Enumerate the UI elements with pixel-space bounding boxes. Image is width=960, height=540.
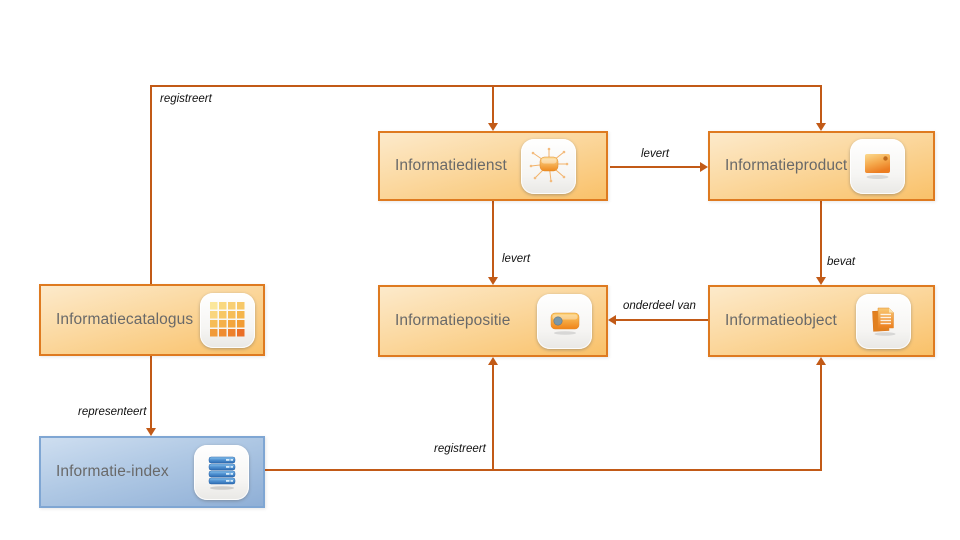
edge-label-bevat: bevat (827, 256, 856, 268)
arrowhead-into-product-left (700, 162, 708, 172)
documents-icon (856, 293, 911, 349)
node-informatiedienst-label: Informatiedienst (395, 157, 507, 174)
node-informatiecatalogus-label: Informatiecatalogus (56, 311, 194, 328)
arrowhead-into-product (816, 123, 826, 131)
edge-label-representeert: representeert (78, 406, 147, 418)
edge-label-levert-product: levert (641, 148, 670, 160)
edge-label-registreert-bottom: registreert (434, 443, 486, 455)
edge-line-bevat (820, 201, 822, 277)
edge-line-registreert-to-positie (492, 365, 494, 470)
edge-line-onderdeel-van (616, 319, 708, 321)
picture-icon (850, 138, 905, 194)
grid-icon (200, 292, 255, 348)
node-informatieobject-label: Informatieobject (725, 312, 837, 329)
toggle-icon (537, 293, 592, 349)
edge-line-registreert-to-product (820, 85, 822, 123)
edge-line-registreert-up (150, 85, 152, 284)
arrowhead-into-index-top (146, 428, 156, 436)
node-informatiecatalogus[interactable]: Informatiecatalogus (39, 284, 265, 356)
node-informatieproduct[interactable]: Informatieproduct (708, 131, 935, 201)
node-informatiepositie[interactable]: Informatiepositie (378, 285, 608, 357)
edge-line-levert-positie (492, 201, 494, 277)
server-stack-icon (194, 444, 249, 500)
edge-label-registreert-top: registreert (160, 93, 212, 105)
arrowhead-into-positie-bottom (488, 357, 498, 365)
node-informatiepositie-label: Informatiepositie (395, 312, 511, 329)
network-hub-icon (521, 138, 576, 194)
edge-line-registreert-to-dienst (492, 85, 494, 123)
node-informatiedienst[interactable]: Informatiedienst (378, 131, 608, 201)
edge-label-levert-positie: levert (502, 253, 531, 265)
edge-label-onderdeel-van: onderdeel van (623, 300, 696, 312)
arrowhead-into-dienst (488, 123, 498, 131)
arrowhead-into-object-bottom (816, 357, 826, 365)
arrowhead-into-object-top (816, 277, 826, 285)
edge-line-registreert-top-rail (150, 85, 822, 87)
node-informatieproduct-label: Informatieproduct (725, 157, 848, 174)
edge-line-levert-product (610, 166, 700, 168)
edge-line-registreert-to-object (820, 365, 822, 470)
node-informatie-index[interactable]: Informatie-index (39, 436, 265, 508)
edge-line-registreert-bottom-rail (265, 469, 822, 471)
node-informatieobject[interactable]: Informatieobject (708, 285, 935, 357)
arrowhead-into-positie-top (488, 277, 498, 285)
edge-line-representeert (150, 356, 152, 428)
arrowhead-into-positie-right (608, 315, 616, 325)
node-informatie-index-label: Informatie-index (56, 463, 169, 480)
